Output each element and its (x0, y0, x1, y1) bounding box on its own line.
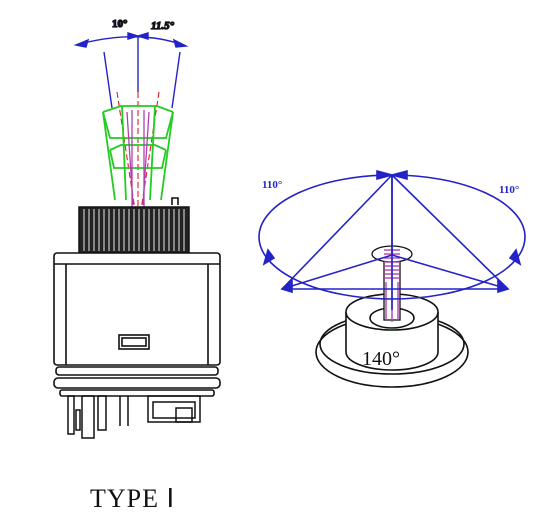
tilt-angle-left-label: 10° (112, 18, 127, 30)
base-plate (315, 293, 469, 388)
rotation-left-angle-label: 110° (262, 179, 282, 191)
cartridge-bottom-legs (67, 395, 201, 439)
rotation-angle-label: 140° (362, 348, 400, 370)
tilt-angle-right-label: 11.5° (151, 20, 175, 32)
type-caption: TYPE Ⅰ (90, 484, 176, 513)
cartridge-side-view: 10° 11.5° (53, 17, 221, 439)
rotation-ellipse (258, 169, 526, 310)
stem-outline (126, 110, 150, 210)
rotation-right-angle-label: 110° (499, 184, 519, 196)
splined-spindle (78, 197, 190, 254)
cartridge-rotation-view: 140° (258, 169, 526, 388)
lever-tilt-outlines (102, 105, 174, 201)
cartridge-body (53, 252, 221, 366)
o-ring-bands (53, 366, 221, 397)
tilt-angle-arc (73, 32, 189, 109)
